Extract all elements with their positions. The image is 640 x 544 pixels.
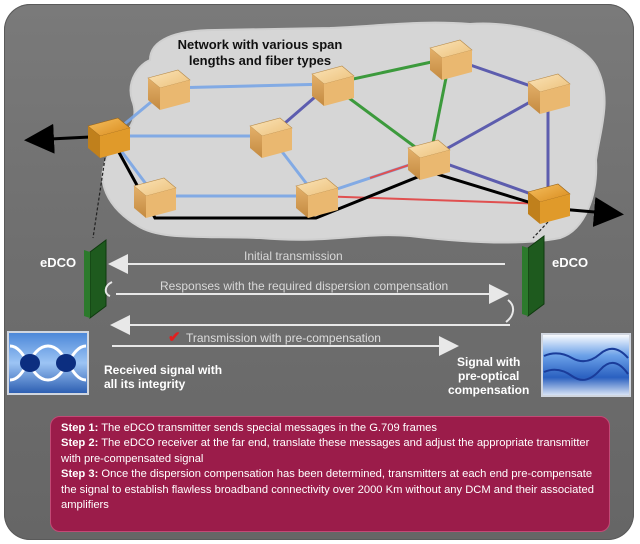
signal-line-3: compensation: [448, 382, 530, 397]
connector-right: [532, 221, 549, 239]
steps-box: Step 1: The eDCO transmitter sends speci…: [50, 416, 610, 532]
edco-label-right: eDCO: [552, 255, 589, 270]
network-nodes: [87, 39, 571, 224]
step-2: Step 2: The eDCO receiver at the far end…: [61, 436, 599, 467]
step-1: Step 1: The eDCO transmitter sends speci…: [61, 421, 599, 436]
message-arrows: [104, 254, 514, 356]
node: [295, 177, 339, 218]
node: [133, 177, 177, 218]
step-3-label: Step 3:: [61, 468, 99, 481]
node: [407, 139, 451, 180]
edco-card-left: [84, 239, 107, 319]
step-2-label: Step 2:: [61, 437, 99, 450]
signal-line-2: pre-optical: [458, 368, 520, 383]
label-initial-transmission: Initial transmission: [244, 249, 343, 263]
node: [147, 69, 191, 110]
node: [249, 117, 293, 158]
step-1-text: The eDCO transmitter sends special messa…: [101, 422, 437, 434]
signal-precomp-label: Signal with pre-optical compensation: [448, 355, 530, 397]
node: [311, 65, 355, 106]
received-line-1: Received signal with: [104, 363, 223, 377]
arrow-responses-curl-right: [505, 299, 514, 323]
arrow-responses-curl-left: [104, 281, 113, 297]
step-2-text: The eDCO receiver at the far end, transl…: [61, 437, 590, 465]
received-line-2: all its integrity: [104, 376, 186, 391]
label-transmission: Transmission with pre-compensation: [186, 331, 381, 345]
edco-card-right: [522, 235, 545, 317]
connector-left: [92, 157, 106, 239]
cloud-title: Network with various span lengths and fi…: [177, 37, 343, 68]
node-endpoint-right: [527, 183, 571, 224]
step-3-text: Once the dispersion compensation has bee…: [61, 468, 594, 512]
edco-label-left: eDCO: [40, 255, 77, 270]
node-endpoint-left: [87, 117, 131, 158]
node: [527, 73, 571, 114]
eye-diagram-received: [7, 331, 89, 395]
step-1-label: Step 1:: [61, 422, 99, 434]
node: [429, 39, 473, 80]
label-responses: Responses with the required dispersion c…: [160, 279, 449, 293]
check-icon: ✔: [168, 329, 181, 346]
eye-diagram-precompensated: [541, 333, 631, 397]
received-signal-label: Received signal with all its integrity: [104, 363, 223, 392]
step-3: Step 3: Once the dispersion compensation…: [61, 467, 599, 513]
signal-line-1: Signal with: [457, 355, 521, 369]
